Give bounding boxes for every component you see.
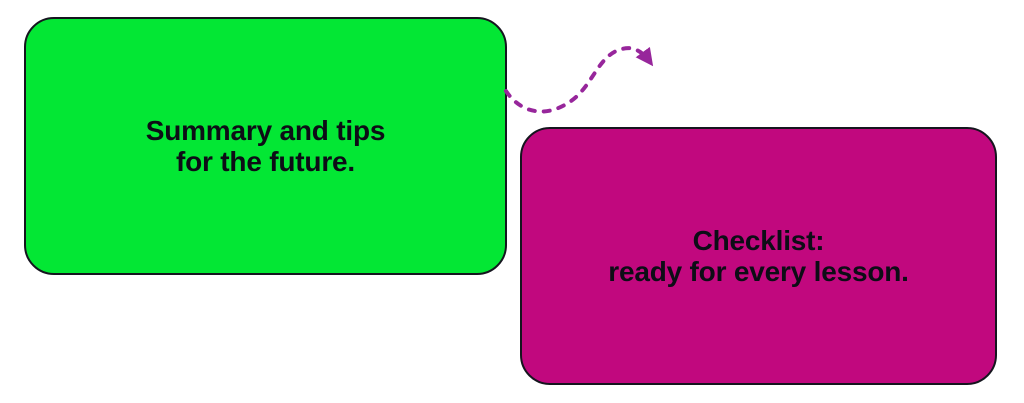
summary-card-text: Summary and tips for the future. bbox=[146, 115, 386, 178]
checklist-card-text: Checklist: ready for every lesson. bbox=[608, 224, 909, 288]
connector-path bbox=[504, 46, 654, 114]
summary-card-line-1: Summary and tips bbox=[145, 114, 386, 146]
checklist-card-line-2: ready for every lesson. bbox=[608, 256, 909, 287]
checklist-card-line-1: Checklist: bbox=[692, 224, 825, 256]
summary-card: Summary and tips for the future. bbox=[24, 17, 507, 275]
summary-card-line-2: for the future. bbox=[176, 146, 355, 177]
checklist-card: Checklist: ready for every lesson. bbox=[520, 127, 997, 385]
